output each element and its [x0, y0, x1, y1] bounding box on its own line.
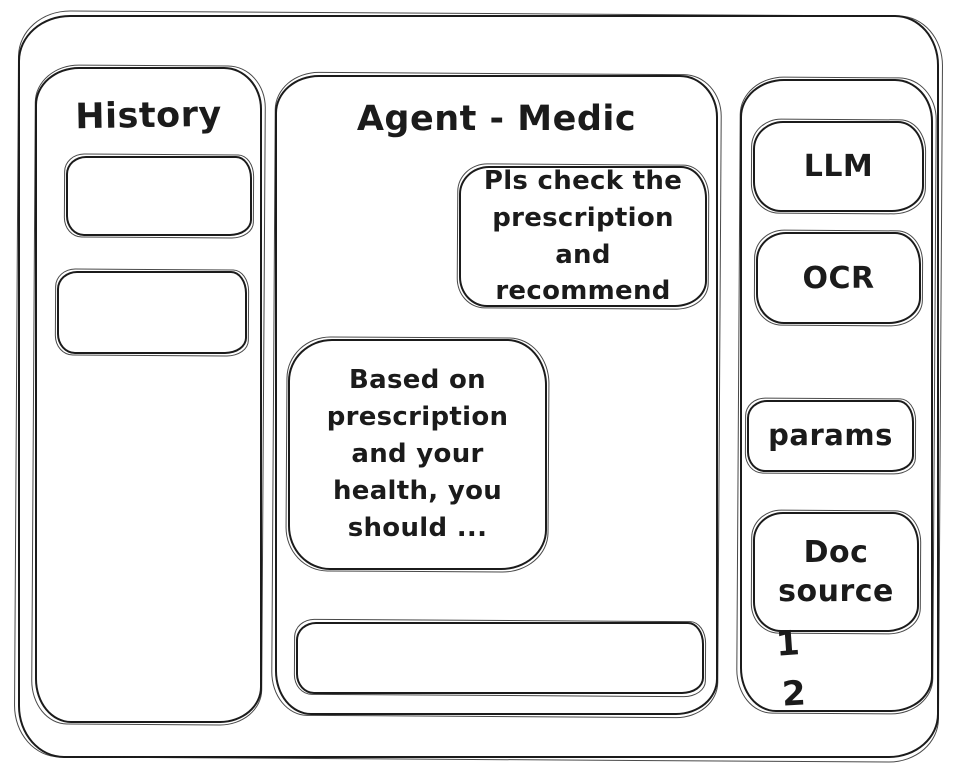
tool-doc-source-label: Doc source: [778, 535, 894, 609]
annotation-2: 2: [780, 673, 807, 715]
user-message-bubble: Pls check the prescription and recommend: [459, 166, 707, 307]
tool-doc-source-button[interactable]: Doc source: [753, 512, 919, 632]
tool-llm-label: LLM: [803, 149, 874, 184]
history-item[interactable]: [66, 156, 252, 236]
app-window: History Agent - Medic Pls check the pres…: [18, 15, 939, 758]
chat-input-box[interactable]: [296, 622, 704, 694]
tool-llm-button[interactable]: LLM: [753, 121, 924, 212]
tool-ocr-button[interactable]: OCR: [756, 232, 921, 324]
history-panel: History: [35, 67, 262, 723]
tools-panel: LLM OCR params Doc source 1 2: [740, 79, 933, 715]
annotation-1: 1: [774, 623, 802, 665]
chat-panel-title: Agent - Medic: [356, 99, 637, 139]
history-item[interactable]: [57, 271, 247, 354]
tool-params-button[interactable]: params: [747, 400, 914, 472]
agent-message-text: Based on prescription and your health, y…: [326, 365, 509, 543]
user-message-text: Pls check the prescription and recommend: [483, 165, 683, 307]
agent-message-bubble: Based on prescription and your health, y…: [288, 339, 547, 570]
tool-ocr-label: OCR: [802, 260, 875, 296]
tool-params-label: params: [768, 418, 893, 453]
history-panel-title: History: [74, 94, 223, 138]
chat-input[interactable]: [298, 624, 702, 692]
chat-panel: Agent - Medic Pls check the prescription…: [275, 75, 718, 715]
